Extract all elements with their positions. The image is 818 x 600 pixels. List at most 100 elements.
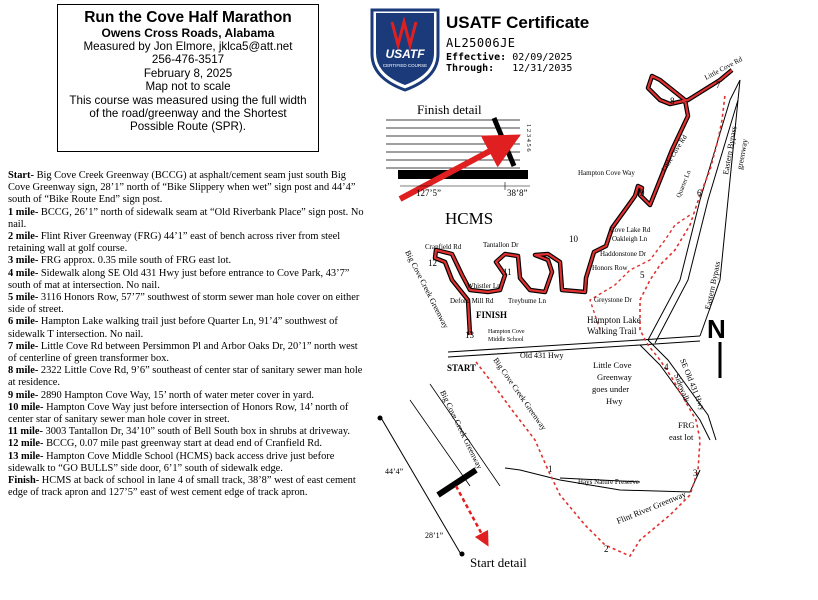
split-text: Hampton Cove Way just before intersectio… — [8, 401, 349, 426]
start-dist-north: 44’4” — [385, 467, 404, 476]
mile-marker-3: 3 — [693, 468, 698, 478]
quarter-ln-label: Quarter Ln — [675, 169, 693, 199]
under-hwy-label-1: Little Cove — [593, 360, 632, 370]
finish-dist-west: 127’5” — [416, 188, 441, 198]
walking-trail-label: Walking Trail — [587, 326, 637, 336]
split-label: 9 mile- — [8, 389, 39, 401]
split-label: 11 mile- — [8, 426, 43, 438]
treybume-ln-label: Treybume Ln — [508, 297, 547, 305]
split-description: 11 mile- 3003 Tantallon Dr, 34’10” south… — [8, 426, 366, 438]
hcms-label: HCMS — [445, 209, 493, 228]
split-text: Hampton Cove Middle School (HCMS) back a… — [8, 450, 335, 474]
split-text: FRG approx. 0.35 mile south of FRG east … — [38, 255, 232, 267]
mile-marker-2: 2 — [604, 544, 609, 554]
under-hwy-label-3: goes under — [592, 384, 629, 394]
hcms-map-label-1: Hampton Cove — [488, 329, 525, 335]
effective-label: Effective: — [446, 52, 507, 63]
split-text: BCCG, 26’1” north of sidewalk seam at “O… — [8, 206, 364, 230]
split-description: 1 mile- BCCG, 26’1” north of sidewalk se… — [8, 207, 366, 231]
measurer: Measured by Jon Elmore, jklca5@att.net — [83, 40, 293, 53]
phone: 256-476-3517 — [151, 53, 225, 67]
certificate-dates: Effective: 02/09/2025 Through: 12/31/203… — [446, 52, 572, 74]
split-descriptions: Start- Big Cove Creek Greenway (BCCG) at… — [8, 170, 366, 499]
course-header: Run the Cove Half Marathon Owens Cross R… — [57, 4, 319, 152]
race-location: Owens Cross Roads, Alabama — [101, 26, 275, 40]
split-description: 13 mile- Hampton Cove Middle School (HCM… — [8, 451, 366, 475]
split-description: 7 mile- Little Cove Rd between Persimmon… — [8, 341, 366, 365]
eastern-bypass-greenway-label-2: greenway — [735, 138, 749, 170]
method-line-2: of the road/greenway and the Shortest — [89, 107, 287, 121]
certificate-title: USATF Certificate — [446, 13, 590, 32]
mile-marker-8: 8 — [670, 96, 675, 106]
finish-label: FINISH — [476, 310, 507, 320]
split-description: 6 mile- Hampton Lake walking trail just … — [8, 316, 366, 340]
split-text: Big Cove Creek Greenway (BCCG) at asphal… — [8, 170, 356, 206]
race-date: February 8, 2025 — [143, 66, 233, 80]
frg-lot-label-1: FRG — [678, 420, 695, 430]
split-label: 1 mile- — [8, 206, 39, 218]
mile-markers: 1 2 3 4 5 6 7 8 9 10 11 12 13 — [428, 80, 721, 554]
honors-row-label: Honors Row — [592, 264, 629, 272]
mile-marker-7: 7 — [716, 80, 721, 90]
split-label: Finish- — [8, 475, 40, 487]
scale-note: Map not to scale — [145, 80, 231, 94]
old-431-label: Old 431 Hwy — [520, 351, 564, 360]
race-route — [432, 68, 734, 558]
hampton-cove-way-label: Hampton Cove Way — [578, 169, 635, 177]
tantallon-dr-label: Tantallon Dr — [483, 241, 519, 249]
haddonstone-dr-label: Haddonstone Dr — [600, 250, 647, 258]
split-text: BCCG, 0.07 mile past greenway start at d… — [43, 438, 322, 450]
split-label: 8 mile- — [8, 365, 39, 377]
split-description: Finish- HCMS at back of school in lane 4… — [8, 475, 366, 499]
mile-marker-13: 13 — [465, 330, 475, 340]
cranfield-rd-label: Cranfield Rd — [425, 243, 462, 251]
split-description: 4 mile- Sidewalk along SE Old 431 Hwy ju… — [8, 268, 366, 292]
mile-marker-9: 9 — [640, 188, 645, 198]
split-label: 5 mile- — [8, 292, 39, 304]
start-label: START — [447, 363, 476, 373]
deford-mill-rd-label: Deford Mill Rd — [450, 297, 494, 305]
race-title: Run the Cove Half Marathon — [84, 9, 292, 26]
road-network — [447, 79, 741, 493]
mile-marker-4: 4 — [664, 362, 669, 372]
split-label: 6 mile- — [8, 316, 39, 328]
split-description: Start- Big Cove Creek Greenway (BCCG) at… — [8, 170, 366, 207]
split-label: 7 mile- — [8, 340, 39, 352]
split-description: 12 mile- BCCG, 0.07 mile past greenway s… — [8, 438, 366, 450]
under-hwy-label-2: Greenway — [597, 372, 633, 382]
whistler-ln-label: Whistler Ln — [467, 282, 501, 290]
split-label: 2 mile- — [8, 231, 39, 243]
split-text: Sidewalk along SE Old 431 Hwy just befor… — [8, 267, 350, 291]
little-cove-rd-label: Little Cove Rd — [660, 133, 689, 173]
split-label: 3 mile- — [8, 255, 39, 267]
start-dist-south: 28’1” — [425, 531, 444, 540]
split-description: 5 mile- 3116 Honors Row, 57’7” southwest… — [8, 292, 366, 316]
split-label: 12 mile- — [8, 438, 44, 450]
split-description: 3 mile- FRG approx. 0.35 mile south of F… — [8, 255, 366, 267]
hays-label: Hays Nature Preserve — [578, 478, 639, 486]
certificate-id: AL25006JE — [446, 36, 516, 50]
usatf-badge-icon: USATF CERTIFIED COURSE — [370, 8, 440, 92]
start-detail-title: Start detail — [470, 555, 527, 570]
eastern-bypass-label: Eastern Bypass — [703, 261, 722, 311]
north-label: N — [707, 314, 726, 344]
finish-detail: Finish detail 1 2 3 4 5 6 127’5” 38’8” H… — [386, 102, 532, 228]
hcms-map-label-2: Middle School — [488, 337, 524, 343]
finish-detail-title: Finish detail — [417, 102, 482, 117]
oakleigh-ln-label: Oakleigh Ln — [612, 235, 648, 243]
through-label: Through: — [446, 63, 495, 74]
split-description: 2 mile- Flint River Greenway (FRG) 44’1”… — [8, 231, 366, 255]
split-label: 13 mile- — [8, 450, 44, 462]
through-date: 12/31/2035 — [512, 63, 573, 74]
greystone-dr-label: Greystone Dr — [594, 296, 633, 304]
flint-river-greenway-label: Flint River Greenway — [615, 489, 688, 526]
cove-lake-rd-label: Cove Lake Rd — [610, 226, 651, 234]
split-label: Start- — [8, 170, 34, 181]
lane-numbers: 1 2 3 4 5 6 — [525, 124, 532, 152]
split-description: 10 mile- Hampton Cove Way just before in… — [8, 402, 366, 426]
badge-text: USATF — [385, 47, 425, 61]
split-description: 8 mile- 2322 Little Cove Rd, 9’6” southe… — [8, 365, 366, 389]
split-text: 2322 Little Cove Rd, 9’6” southeast of c… — [8, 365, 363, 389]
mile-marker-11: 11 — [503, 267, 512, 277]
